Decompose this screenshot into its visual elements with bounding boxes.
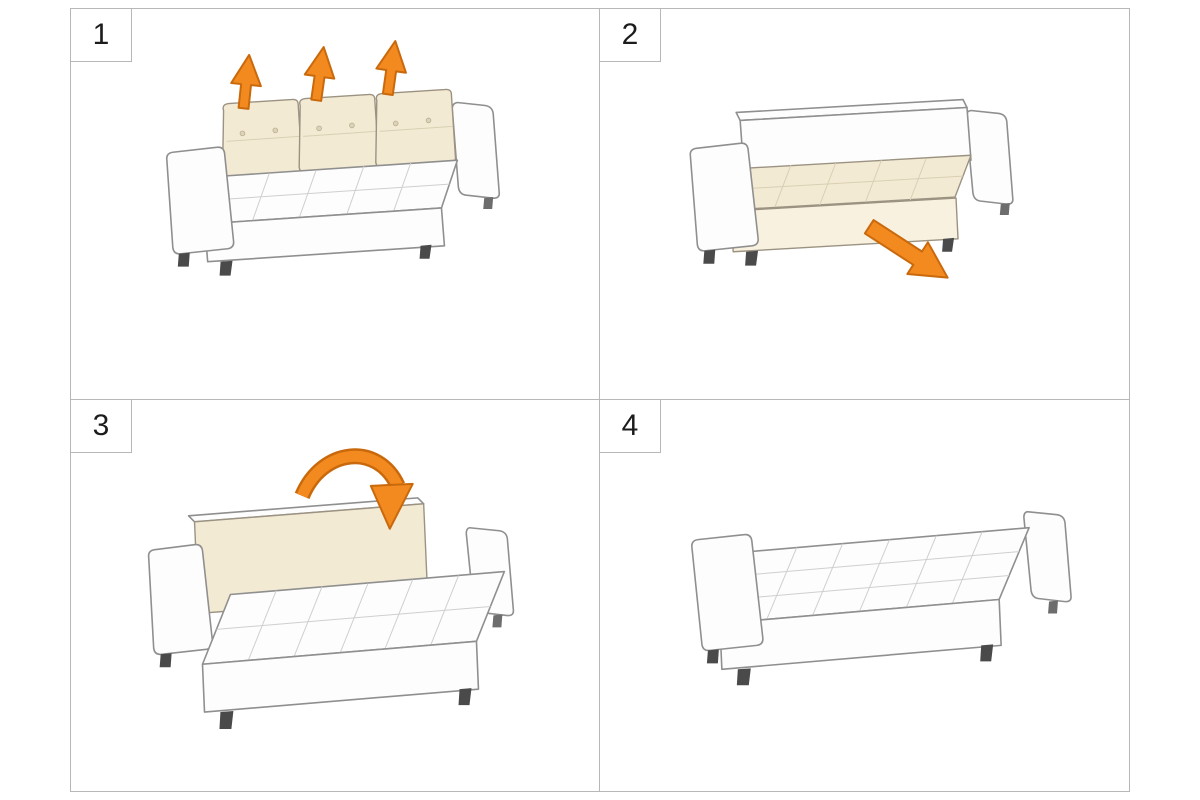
- up-arrow-icon: [375, 40, 407, 96]
- bed-platform: [201, 570, 506, 666]
- feet: [706, 600, 1059, 686]
- feet: [703, 203, 1010, 266]
- left-armrest: [689, 142, 759, 252]
- right-armrest: [965, 109, 1014, 205]
- step-panel-4: 4: [600, 400, 1129, 791]
- back-cushions: [221, 88, 457, 179]
- right-armrest: [451, 101, 501, 199]
- feet: [159, 614, 503, 729]
- instruction-grid: 1: [70, 8, 1130, 792]
- step-panel-3: 3: [71, 400, 600, 791]
- pull-out-arrow-icon: [863, 219, 949, 279]
- base-skirt: [719, 598, 1002, 671]
- step-number-4: 4: [600, 400, 661, 453]
- flip-arrow-icon: [294, 448, 414, 530]
- step-number-3: 3: [71, 400, 132, 453]
- step-panel-1: 1: [71, 9, 600, 400]
- up-arrow-icon: [303, 46, 336, 102]
- left-armrest: [147, 543, 214, 656]
- left-armrest: [691, 533, 764, 652]
- sofa-illustration-step-2: [689, 98, 1014, 279]
- left-armrest: [165, 146, 235, 255]
- step-panel-2: 2: [600, 9, 1129, 400]
- sofa-illustration-step-4: [691, 510, 1072, 686]
- right-armrest: [1023, 510, 1072, 603]
- sofa-illustration-step-3: [147, 448, 515, 729]
- step-number-2: 2: [600, 9, 661, 62]
- feet: [177, 197, 494, 276]
- sofa-illustration-step-1: [165, 40, 501, 276]
- step-number-1: 1: [71, 9, 132, 62]
- backrest-panel: [735, 98, 972, 175]
- base-skirt: [201, 640, 480, 713]
- up-arrow-icon: [230, 53, 262, 110]
